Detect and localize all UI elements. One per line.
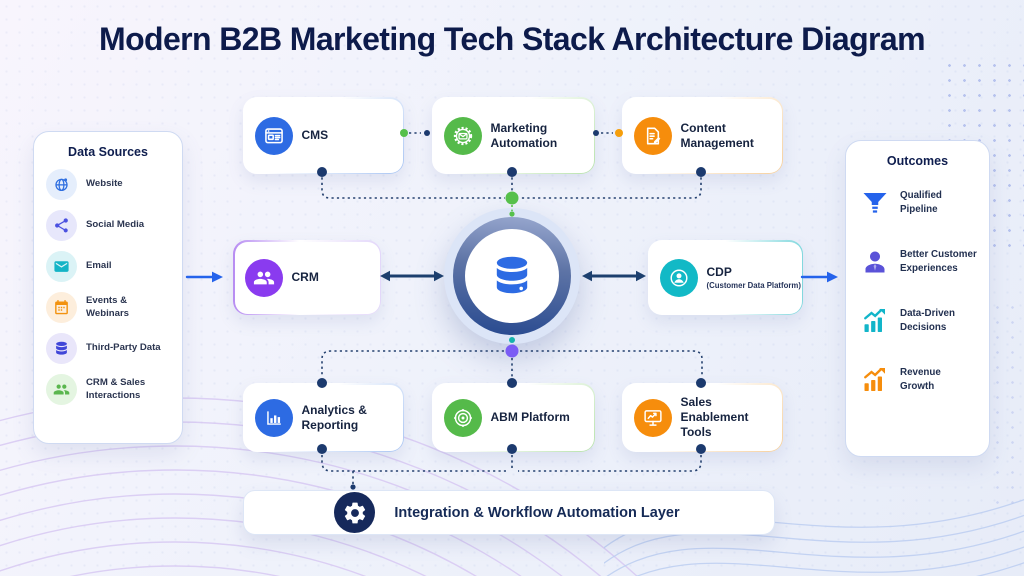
card-label: Marketing Automation	[490, 120, 558, 150]
funnel-icon	[860, 188, 890, 218]
hub-ring	[453, 217, 571, 335]
data-sources-panel: Data Sources Website Social Media Email	[33, 131, 183, 444]
page-title: Modern B2B Marketing Tech Stack Architec…	[99, 21, 926, 57]
card-label: Analytics & Reporting	[301, 402, 367, 432]
data-source-label: Third-Party Data	[86, 342, 161, 354]
data-sources-title: Data Sources	[68, 145, 148, 159]
card-content-management: Content Management	[622, 97, 783, 174]
card-label: ABM Platform	[490, 410, 570, 424]
outcomes-panel: Outcomes Qualified Pipeline Better Custo…	[845, 140, 990, 457]
hub-core	[465, 229, 559, 323]
card-label: CRM	[291, 270, 319, 284]
card-cdp: CDP (Customer Data Platform)	[648, 240, 803, 315]
card-marketing-automation: Marketing Automation	[432, 97, 595, 174]
central-data-hub	[444, 208, 580, 344]
outcomes-list: Qualified Pipeline Better Customer Exper…	[846, 168, 989, 395]
gear-envelope-icon	[443, 116, 482, 155]
chart-growth-icon	[860, 365, 890, 395]
data-source-label: Email	[86, 260, 112, 272]
card-label: CMS	[301, 128, 329, 142]
target-icon	[443, 398, 482, 437]
people-icon	[46, 374, 77, 405]
integration-layer-bar: Integration & Workflow Automation Layer	[243, 490, 775, 535]
outcome-item-revenue-growth: Revenue Growth	[860, 365, 977, 395]
data-source-label: CRM & Sales Interactions	[86, 376, 146, 401]
database-icon	[488, 252, 536, 300]
card-label: Content Management	[680, 120, 754, 150]
outcome-item-data-driven-decisions: Data-Driven Decisions	[860, 306, 977, 336]
gear-icon	[334, 492, 375, 533]
data-source-item-third-party-data: Third-Party Data	[46, 333, 172, 364]
person-orbit-icon	[659, 258, 698, 297]
chart-growth-icon	[860, 306, 890, 336]
calendar-icon	[46, 292, 77, 323]
data-sources-list: Website Social Media Email Events & Webi…	[34, 159, 182, 415]
arrow-data-sources-to-crm	[185, 271, 223, 283]
arrow-cdp-to-outcomes	[800, 271, 838, 283]
outcomes-title: Outcomes	[886, 154, 949, 168]
integration-layer-label: Integration & Workflow Automation Layer	[394, 504, 680, 521]
data-source-label: Website	[86, 178, 123, 190]
database-icon	[46, 333, 77, 364]
data-source-item-email: Email	[46, 251, 172, 282]
monitor-chart-icon	[633, 398, 672, 437]
card-analytics-reporting: Analytics & Reporting	[243, 383, 404, 452]
data-source-item-social-media: Social Media	[46, 210, 172, 241]
card-crm: CRM	[233, 240, 381, 315]
data-source-item-website: Website	[46, 169, 172, 200]
card-label: CDP	[706, 265, 732, 279]
card-sales-enablement: Sales Enablement Tools	[622, 383, 783, 452]
double-arrow-crm-hub	[380, 270, 444, 282]
share-icon	[46, 210, 77, 241]
person-icon	[860, 247, 890, 277]
data-source-label: Events & Webinars	[86, 294, 130, 319]
card-abm-platform: ABM Platform	[432, 383, 595, 452]
envelope-icon	[46, 251, 77, 282]
outcome-label: Data-Driven Decisions	[900, 308, 955, 333]
people-icon	[244, 258, 283, 297]
data-source-label: Social Media	[86, 219, 145, 231]
outcome-label: Qualified Pipeline	[900, 190, 942, 215]
outcome-label: Better Customer Experiences	[900, 249, 977, 274]
browser-window-icon	[254, 116, 293, 155]
document-pencil-icon	[633, 116, 672, 155]
card-cms: CMS	[243, 97, 404, 174]
outcome-item-better-customer-experiences: Better Customer Experiences	[860, 247, 977, 277]
outcome-item-qualified-pipeline: Qualified Pipeline	[860, 188, 977, 218]
data-source-item-crm-sales: CRM & Sales Interactions	[46, 374, 172, 405]
globe-icon	[46, 169, 77, 200]
card-label: Sales Enablement Tools	[680, 395, 749, 439]
dot-grid-right	[990, 300, 1024, 515]
double-arrow-hub-cdp	[582, 270, 646, 282]
bar-chart-icon	[254, 398, 293, 437]
data-source-item-events-webinars: Events & Webinars	[46, 292, 172, 323]
card-sublabel: (Customer Data Platform)	[706, 281, 801, 290]
outcome-label: Revenue Growth	[900, 367, 941, 392]
